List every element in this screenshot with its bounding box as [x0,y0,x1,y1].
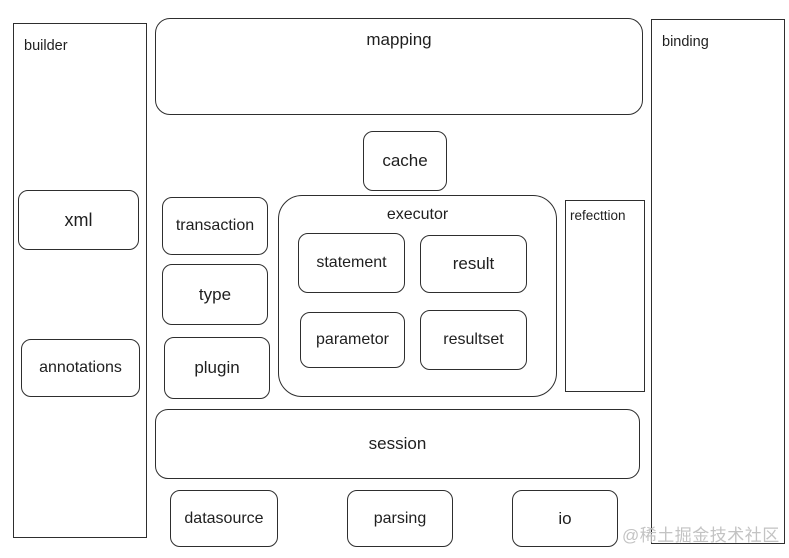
node-statement: statement [298,233,405,293]
executor-label: executor [386,206,449,223]
transaction-label: transaction [175,217,255,234]
parsing-label: parsing [373,509,427,527]
builder-label: builder [24,38,68,54]
node-xml: xml [18,190,139,250]
node-transaction: transaction [162,197,268,255]
node-result: result [420,235,527,293]
refecttion-label: refecttion [570,208,626,223]
resultset-label: resultset [443,331,504,348]
node-parametor: parametor [300,312,405,368]
watermark-text: @稀土掘金技术社区 [622,526,780,545]
statement-label: statement [316,254,387,271]
parametor-label: parametor [316,331,389,348]
node-resultset: resultset [420,310,527,370]
annotations-label: annotations [39,359,122,376]
binding-label: binding [662,34,709,50]
node-datasource: datasource [170,490,278,547]
type-label: type [198,284,232,304]
node-annotations: annotations [21,339,140,397]
container-binding: binding [651,19,785,544]
node-plugin: plugin [164,337,270,399]
xml-label: xml [64,209,93,230]
mapping-label: mapping [366,30,432,49]
cache-label: cache [382,151,428,170]
datasource-label: datasource [184,509,264,527]
node-mapping: mapping [155,18,643,115]
node-session: session [155,409,640,479]
session-label: session [368,434,427,453]
container-refecttion: refecttion [565,200,645,392]
result-label: result [452,254,495,273]
node-type: type [162,264,268,325]
io-label: io [558,508,572,528]
node-cache: cache [363,131,447,191]
container-builder: builder [13,23,147,538]
plugin-label: plugin [194,358,240,377]
node-io: io [512,490,618,547]
node-parsing: parsing [347,490,453,547]
